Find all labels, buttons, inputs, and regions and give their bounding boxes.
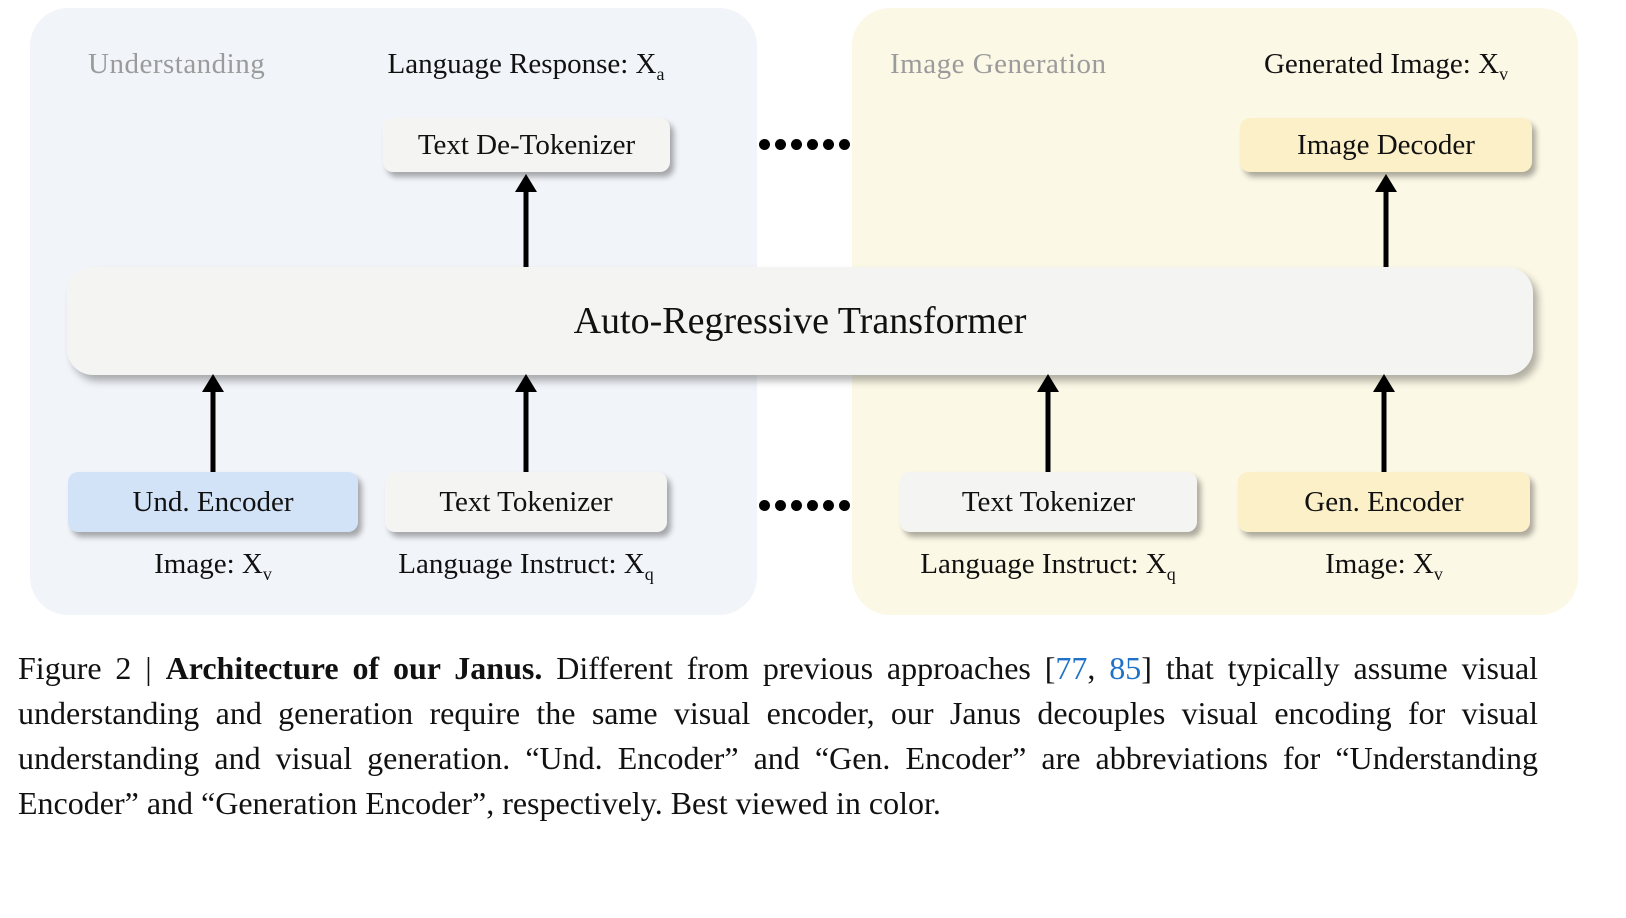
arrowhead-icon [1373, 374, 1395, 392]
image-decoder-box: Image Decoder [1240, 118, 1532, 172]
auto-regressive-transformer-box: Auto-Regressive Transformer [67, 267, 1533, 375]
dot [775, 139, 786, 150]
gen-encoder-box: Gen. Encoder [1238, 472, 1530, 532]
arrow-up-from-text-tokenizer-left [515, 374, 537, 472]
image-generation-panel-title: Image Generation [890, 48, 1107, 80]
dot [791, 139, 802, 150]
dot [759, 500, 770, 511]
label-subscript: q [644, 563, 654, 584]
input-image-label-right: Image: Xv [1325, 548, 1443, 584]
arrow-shaft [1045, 387, 1051, 472]
und-encoder-box: Und. Encoder [68, 472, 358, 532]
dot [839, 500, 850, 511]
arrow-up-to-image-decoder [1375, 174, 1397, 267]
arrowhead-icon [1037, 374, 1059, 392]
dot [839, 139, 850, 150]
input-language-label-right: Language Instruct: Xq [920, 548, 1176, 584]
label-subscript: q [1166, 563, 1176, 584]
label-text: Language Instruct: X [398, 548, 645, 580]
arrowhead-icon [1375, 174, 1397, 192]
language-response-label: Language Response: Xa [387, 48, 665, 84]
arrowhead-icon [515, 374, 537, 392]
dot [807, 500, 818, 511]
arrow-shaft [1383, 187, 1389, 267]
arrow-shaft [523, 187, 529, 267]
arrowhead-icon [202, 374, 224, 392]
figure-number-label: Figure 2 | [18, 650, 166, 686]
label-text: Image: X [154, 548, 263, 580]
arrow-shaft [523, 387, 529, 472]
dot [807, 139, 818, 150]
citation-link-77[interactable]: 77 [1055, 650, 1088, 686]
arrow-up-from-text-tokenizer-right [1037, 374, 1059, 472]
label-text: Language Response: X [387, 48, 657, 80]
dot [759, 139, 770, 150]
arrow-up-from-gen-encoder [1373, 374, 1395, 472]
label-subscript: v [262, 563, 272, 584]
dot [775, 500, 786, 511]
arrowhead-icon [515, 174, 537, 192]
dot [823, 139, 834, 150]
label-text: Language Instruct: X [920, 548, 1167, 580]
ellipsis-dots-top [759, 139, 850, 150]
arrow-up-to-detokenizer [515, 174, 537, 267]
input-language-label-left: Language Instruct: Xq [398, 548, 654, 584]
dot [823, 500, 834, 511]
generated-image-label: Generated Image: Xv [1263, 48, 1509, 84]
arrow-up-from-und-encoder [202, 374, 224, 472]
caption-text: ] that typically assume visual understan… [18, 650, 1539, 821]
arrow-shaft [210, 387, 216, 472]
caption-bold-title: Architecture of our Janus. [165, 650, 543, 686]
figure-caption: Figure 2 | Architecture of our Janus. Di… [18, 646, 1538, 826]
citation-link-85[interactable]: 85 [1109, 650, 1142, 686]
label-subscript: v [1433, 563, 1443, 584]
input-image-label-left: Image: Xv [154, 548, 272, 584]
text-tokenizer-box-left: Text Tokenizer [385, 472, 667, 532]
label-subscript: v [1499, 63, 1509, 84]
label-text: Generated Image: X [1263, 48, 1500, 80]
arrow-shaft [1381, 387, 1387, 472]
text-detokenizer-box: Text De-Tokenizer [383, 118, 670, 172]
ellipsis-dots-bottom [759, 500, 850, 511]
label-text: Image: X [1325, 548, 1434, 580]
dot [791, 500, 802, 511]
caption-text: Different from previous approaches [ [542, 650, 1056, 686]
understanding-panel-title: Understanding [88, 48, 266, 80]
caption-text: , [1087, 650, 1110, 686]
label-subscript: a [656, 63, 665, 84]
text-tokenizer-box-right: Text Tokenizer [900, 472, 1197, 532]
